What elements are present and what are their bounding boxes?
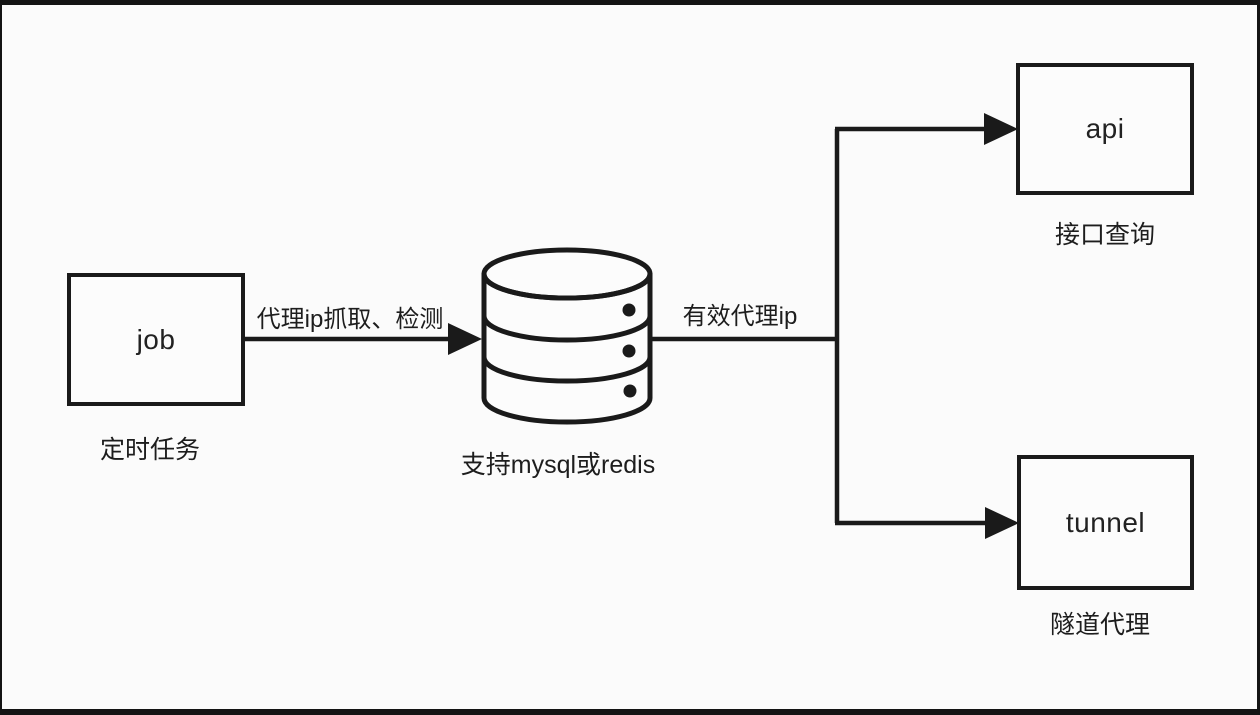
- database-caption: 支持mysql或redis: [460, 451, 656, 479]
- diagram-connectors: [245, 113, 1019, 539]
- tunnel-node-label: tunnel: [1065, 506, 1146, 538]
- api-caption: 接口查询: [1054, 221, 1155, 249]
- database-dot-2: [622, 344, 636, 358]
- job-caption: 定时任务: [99, 436, 200, 464]
- job-node-label: job: [136, 323, 176, 355]
- api-node: api: [1016, 63, 1194, 195]
- database-dot-3: [623, 384, 637, 398]
- edge-label-valid-proxy-ip: 有效代理ip: [682, 303, 798, 330]
- job-node: job: [67, 273, 245, 406]
- arrowhead-into-api: [984, 113, 1018, 145]
- arrowhead-into-database: [448, 323, 482, 355]
- api-node-label: api: [1085, 113, 1125, 144]
- tunnel-node: tunnel: [1017, 455, 1194, 590]
- arrowhead-into-tunnel: [985, 507, 1019, 539]
- database-dot-1: [622, 303, 636, 317]
- database-cylinder-icon: [481, 247, 653, 425]
- edge-label-job-to-database: 代理ip抓取、检测: [256, 306, 444, 333]
- tunnel-caption: 隧道代理: [1049, 611, 1150, 639]
